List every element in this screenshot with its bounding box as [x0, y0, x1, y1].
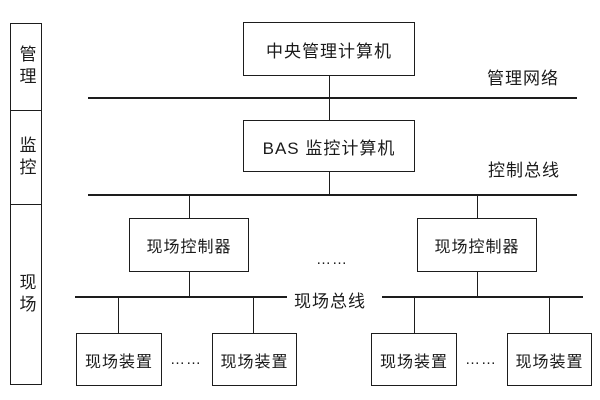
layer-cell-field: 现场 [10, 204, 42, 385]
ellipsis-devices-left: …… [170, 351, 202, 368]
connector-field-bus-to-device-2 [252, 297, 254, 333]
connector-right-controller-to-field-bus [476, 272, 478, 297]
management-network-line [88, 97, 577, 99]
label-field-bus: 现场总线 [294, 292, 366, 311]
node-central-management-computer: 中央管理计算机 [243, 22, 415, 76]
control-bus-line [88, 194, 577, 196]
node-field-device-1: 现场装置 [76, 333, 162, 386]
connector-bas-to-control-bus [328, 172, 330, 195]
field-bus-line-right [382, 296, 583, 298]
connector-field-bus-to-device-4 [548, 297, 550, 333]
connector-left-controller-to-field-bus [188, 272, 190, 297]
connector-field-bus-to-device-3 [413, 297, 415, 333]
node-field-device-2: 现场装置 [212, 333, 297, 386]
layer-cell-management: 管理 [10, 23, 42, 111]
node-field-device-4: 现场装置 [507, 333, 592, 386]
node-field-controller-right: 现场控制器 [417, 218, 537, 272]
node-field-controller-left: 现场控制器 [129, 218, 249, 272]
connector-control-bus-to-left-controller [188, 195, 190, 218]
field-bus-line-left [75, 296, 287, 298]
connector-field-bus-to-device-1 [117, 297, 119, 333]
layer-label-field: 现场 [16, 272, 36, 317]
label-management-network: 管理网络 [487, 69, 559, 88]
node-bas-monitoring-computer: BAS 监控计算机 [243, 120, 415, 172]
layer-cell-monitoring: 监控 [10, 109, 42, 206]
ellipsis-controllers: …… [316, 251, 348, 268]
ellipsis-devices-right: …… [465, 351, 497, 368]
label-control-bus: 控制总线 [488, 161, 560, 180]
layer-label-monitoring: 监控 [16, 135, 36, 180]
connector-control-bus-to-right-controller [476, 195, 478, 218]
layer-label-management: 管理 [16, 45, 36, 89]
node-field-device-3: 现场装置 [371, 333, 457, 386]
